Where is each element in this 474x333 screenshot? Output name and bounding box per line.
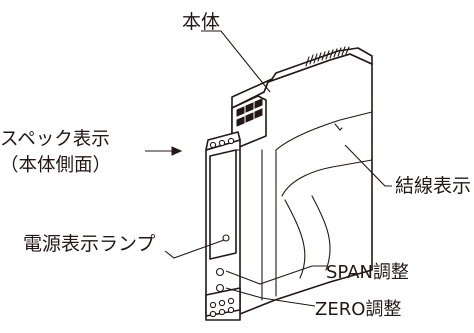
front-upper-screws <box>209 137 235 149</box>
label-wiring: 結線表示 <box>395 175 471 197</box>
side-panel-recess <box>281 159 373 197</box>
upper-terminal-slots <box>236 98 263 127</box>
leader-lines <box>145 30 392 307</box>
vent-slits <box>305 46 350 67</box>
leader-body <box>201 30 271 93</box>
leader-spec-arrow <box>171 146 183 156</box>
leader-power <box>164 239 225 259</box>
leader-zero <box>225 287 316 307</box>
leader-wiring <box>344 144 392 187</box>
device-illustration <box>205 46 373 321</box>
side-panel-wave <box>284 195 331 279</box>
power-lamp-led <box>222 234 230 242</box>
label-power-lamp: 電源表示ランプ <box>23 233 155 255</box>
front-lower-screws <box>209 297 235 318</box>
front-panel <box>209 149 237 260</box>
label-spec-line1: スペック表示 <box>0 129 110 150</box>
span-trimmer[interactable] <box>215 267 225 277</box>
label-zero: ZERO調整 <box>315 299 401 320</box>
labels: 本体 スペック表示 （本体側面） 結線表示 電源表示ランプ SPAN調整 ZER… <box>0 11 471 320</box>
side-notch <box>334 123 343 131</box>
leader-span <box>225 265 327 285</box>
side-panel-edge <box>261 149 277 301</box>
device-top-surface <box>231 47 373 109</box>
label-body: 本体 <box>182 11 220 33</box>
side-panel-contour <box>275 111 373 151</box>
label-spec-line2: （本体側面） <box>0 155 111 176</box>
label-span: SPAN調整 <box>326 262 409 283</box>
zero-trimmer[interactable] <box>215 283 225 293</box>
